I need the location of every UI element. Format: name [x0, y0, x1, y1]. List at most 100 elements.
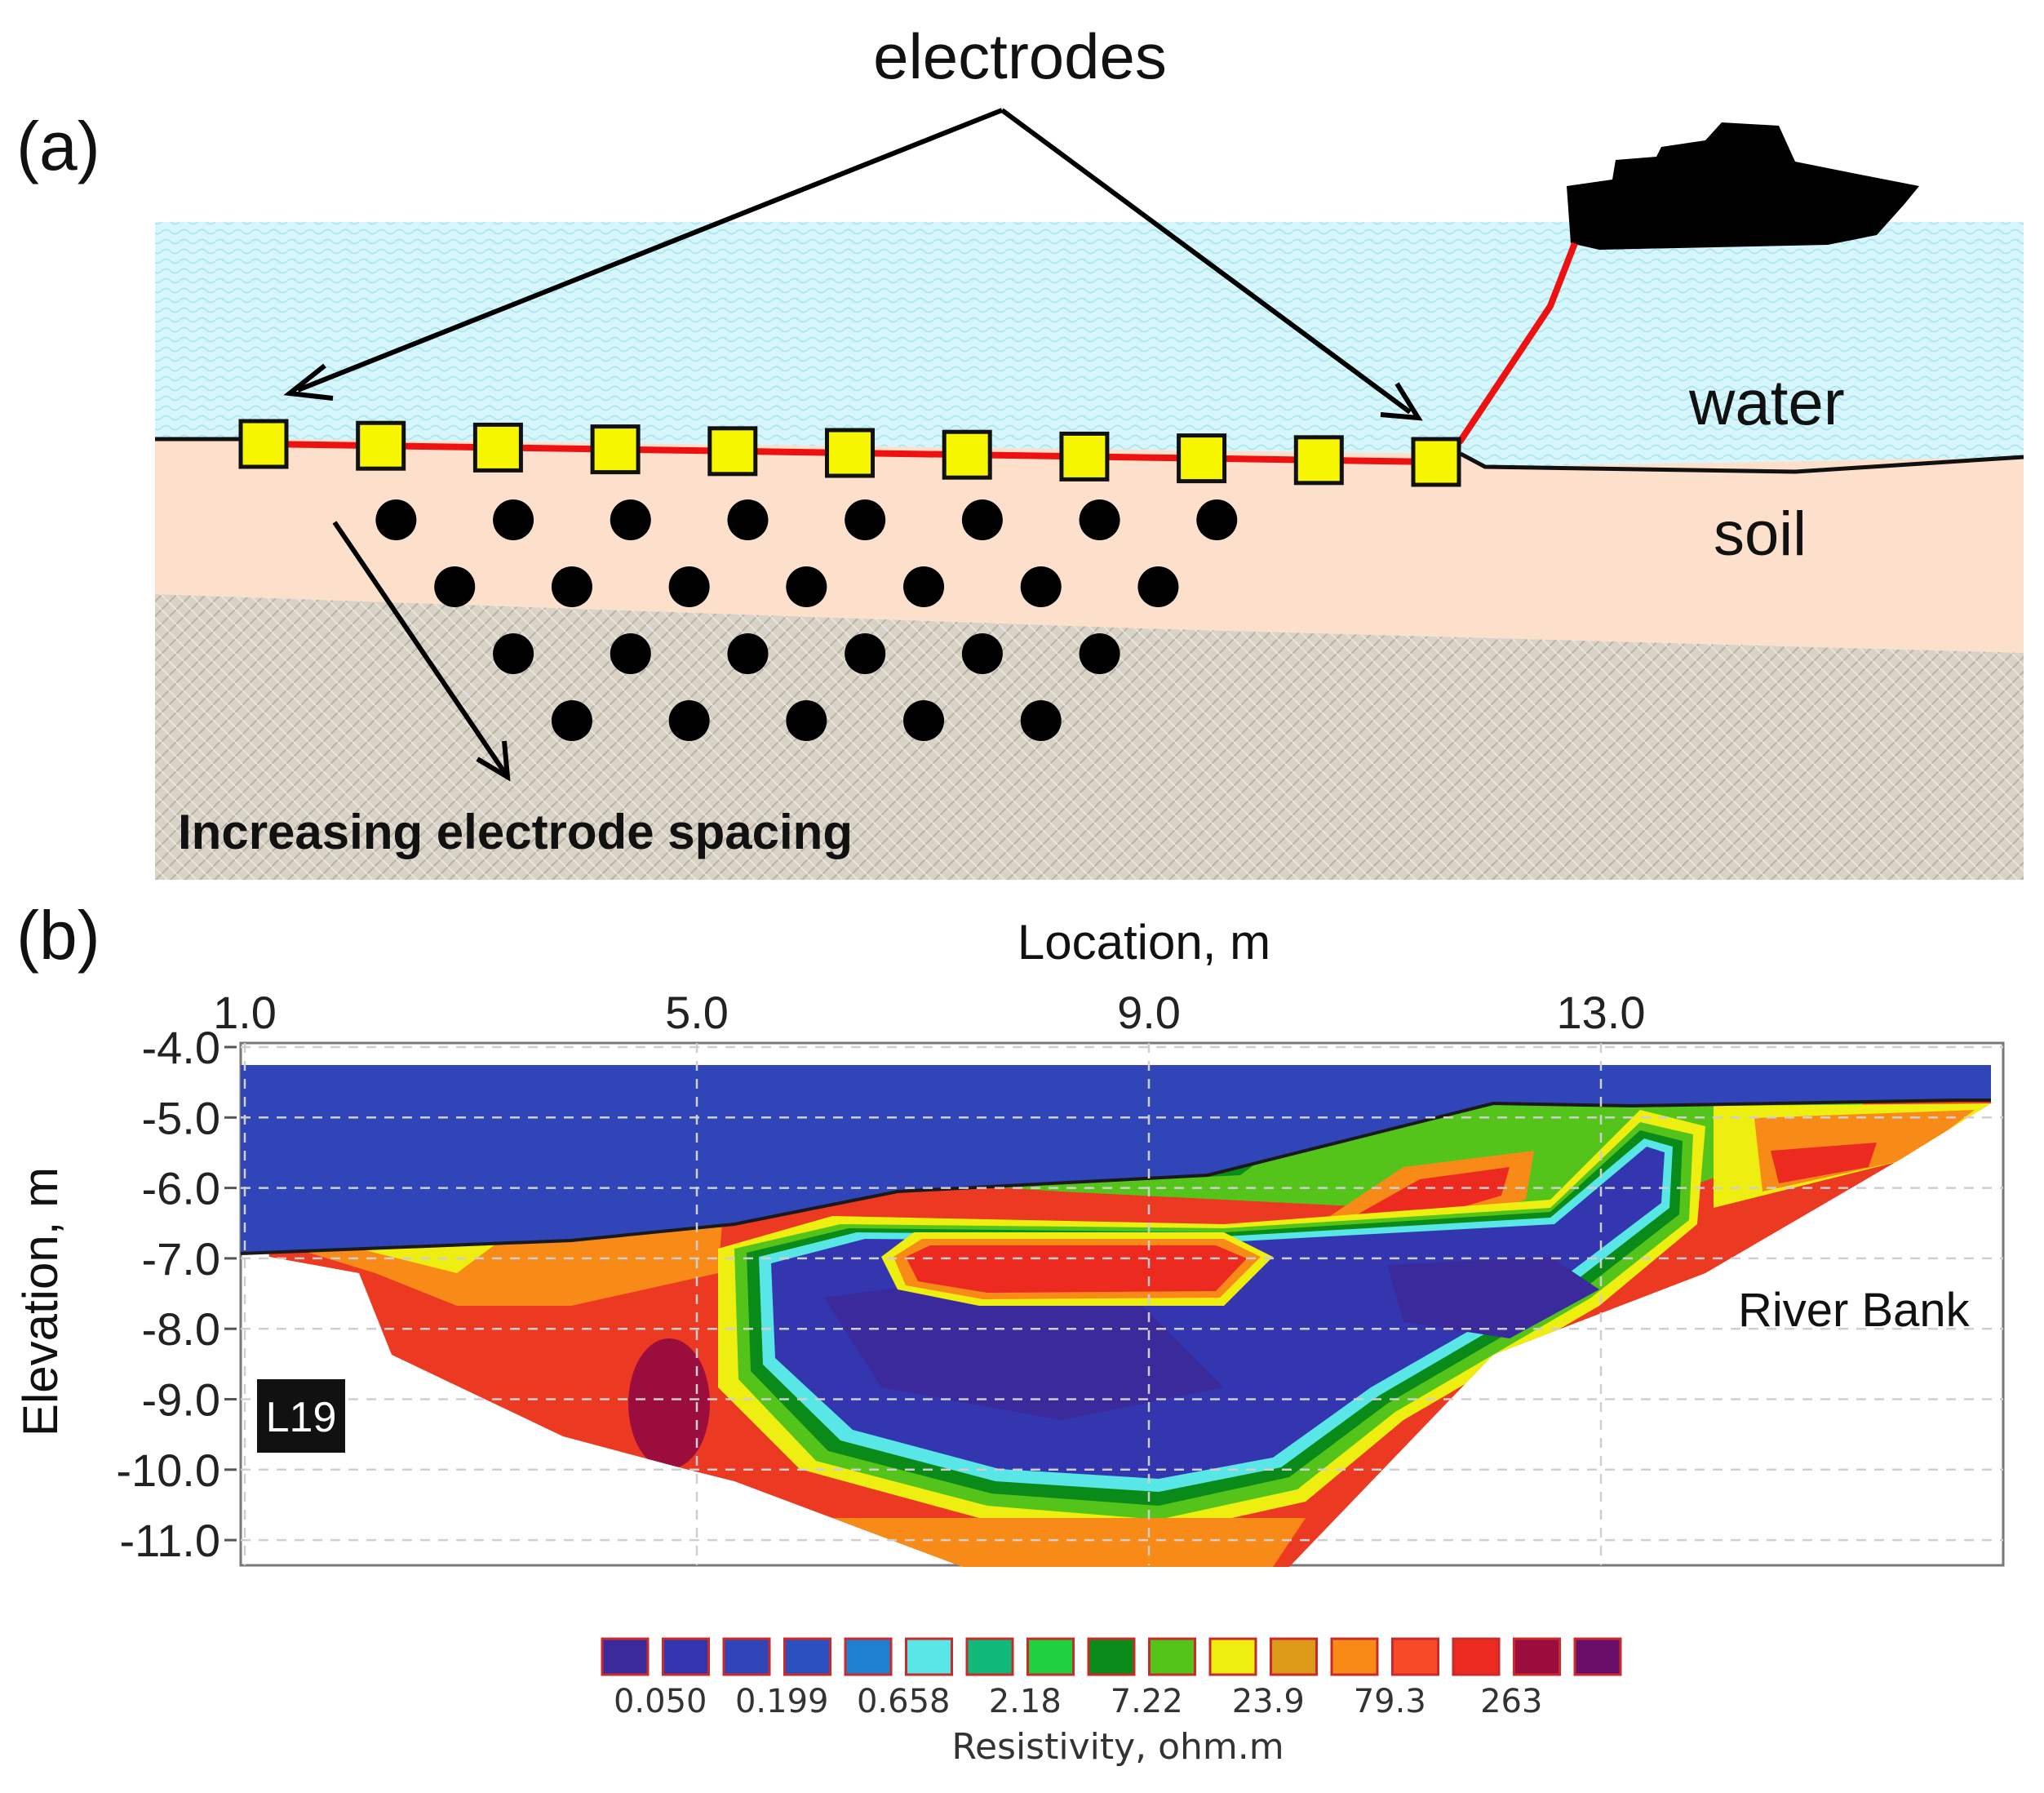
- pseudosection-point: [493, 499, 534, 540]
- pseudosection-point: [551, 700, 592, 741]
- legend-swatch: [965, 1637, 1014, 1676]
- bathymetry-line: [240, 1098, 1991, 1255]
- legend-swatch: [1087, 1637, 1136, 1676]
- electrode: [825, 428, 875, 478]
- water-column-section: [241, 1065, 1991, 1254]
- y-tick-label: -11.0: [120, 1515, 220, 1566]
- electrode: [1059, 431, 1110, 482]
- legend-swatch: [1513, 1637, 1561, 1676]
- legend-swatch: [905, 1637, 953, 1676]
- legend-swatch: [1573, 1637, 1622, 1676]
- y-tick-label: -9.0: [142, 1374, 221, 1426]
- pseudosection-points: [375, 499, 1238, 741]
- legend-label: 263: [1480, 1683, 1542, 1720]
- legend-swatch: [1208, 1637, 1257, 1676]
- electrode: [238, 419, 289, 469]
- legend-swatch: [722, 1637, 771, 1676]
- legend-swatch: [662, 1637, 710, 1676]
- pseudosection-point: [727, 499, 769, 540]
- pseudosection-point: [610, 633, 651, 674]
- spacing-label: Increasing electrode spacing: [178, 805, 853, 859]
- electrode: [356, 420, 406, 471]
- ground-surface-line: [155, 437, 2024, 474]
- pseudosection-point: [375, 499, 417, 540]
- pseudosection-point: [1137, 566, 1179, 607]
- y-tick-label: -6.0: [142, 1163, 221, 1214]
- soil-layer: [155, 437, 2024, 653]
- x-tick-label: 1.0: [213, 987, 277, 1038]
- electrode: [1293, 435, 1344, 486]
- pseudosection-point: [668, 566, 710, 607]
- panel-a-label: (a): [16, 108, 100, 184]
- pseudosection-point: [1020, 566, 1062, 607]
- legend-swatch: [783, 1637, 831, 1676]
- pseudosection-point: [1079, 499, 1120, 540]
- electrode: [707, 426, 758, 477]
- y-axis-title: Elevation, m: [13, 1167, 68, 1436]
- legend-label: 0.050: [614, 1683, 707, 1720]
- legend-swatch: [1391, 1637, 1439, 1676]
- legend-swatch: [1452, 1637, 1501, 1676]
- pseudosection-point: [1079, 633, 1120, 674]
- pseudosection-point: [786, 566, 827, 607]
- legend-swatch: [1330, 1637, 1379, 1676]
- pseudosection-point: [1020, 700, 1062, 741]
- panel-b: (b) Location, m Elevation, m 1.0 5.0 9.0 13…: [13, 897, 2005, 1768]
- y-tick-label: -8.0: [142, 1303, 221, 1355]
- spacing-arrow: [332, 521, 511, 782]
- legend-swatch: [1270, 1637, 1318, 1676]
- legend-label: 79.3: [1354, 1683, 1426, 1720]
- panel-b-label: (b): [16, 897, 100, 974]
- pseudosection-point: [551, 566, 592, 607]
- pseudosection-point: [845, 633, 886, 674]
- boat-icon: [1567, 122, 1919, 250]
- electrode: [472, 422, 523, 473]
- pseudosection-point: [961, 499, 1003, 540]
- gridlines: [241, 1043, 2003, 1565]
- electrodes-label: electrodes: [873, 20, 1167, 92]
- electrode: [1177, 433, 1227, 484]
- legend-swatch: [1026, 1637, 1075, 1676]
- legend-label: 7.22: [1111, 1683, 1183, 1720]
- legend-title: Resistivity, ohm.m: [951, 1726, 1284, 1768]
- y-tick-label: -7.0: [142, 1233, 221, 1285]
- x-tick-label: 13.0: [1557, 987, 1646, 1038]
- pseudosection-point: [786, 700, 827, 741]
- pseudosection-point: [1196, 499, 1238, 540]
- pseudosection-point: [434, 566, 476, 607]
- electrode-array: [238, 419, 1461, 487]
- electrode: [942, 429, 992, 480]
- legend-label: 2.18: [989, 1683, 1062, 1720]
- x-tick-label: 9.0: [1117, 987, 1181, 1038]
- soil-label: soil: [1714, 499, 1807, 569]
- legend-swatch: [1148, 1637, 1196, 1676]
- pseudosection-point: [903, 700, 945, 741]
- pseudosection-point: [903, 566, 945, 607]
- line-id-text: L19: [266, 1394, 337, 1441]
- electrode: [590, 424, 641, 475]
- legend-label: 0.199: [735, 1683, 829, 1720]
- river-bank-label: River Bank: [1738, 1284, 1971, 1337]
- pseudosection-point: [845, 499, 886, 540]
- pseudosection-point: [668, 700, 710, 741]
- line-id-box: [257, 1379, 345, 1453]
- x-axis-ticks: 1.0 5.0 9.0 13.0: [213, 987, 1645, 1038]
- pseudosection-point: [727, 633, 769, 674]
- water-label: water: [1688, 366, 1845, 438]
- pseudosection-point: [493, 633, 534, 674]
- y-tick-label: -4.0: [142, 1022, 221, 1073]
- electrode-pointer-arrows: [283, 108, 1423, 421]
- y-tick-label: -10.0: [116, 1445, 220, 1496]
- pseudosection-point: [610, 499, 651, 540]
- resistivity-legend: 0.050 0.199 0.658 2.18 7.22 23.9 79.3 263: [601, 1637, 1622, 1720]
- legend-label: 23.9: [1232, 1683, 1305, 1720]
- pseudosection-point: [961, 633, 1003, 674]
- x-axis-title: Location, m: [1018, 915, 1270, 970]
- y-axis-ticks: -4.0 -5.0 -6.0 -7.0 -8.0 -9.0 -10.0 -11.0: [116, 1022, 237, 1566]
- legend-label: 0.658: [857, 1683, 951, 1720]
- legend-swatch: [844, 1637, 893, 1676]
- x-tick-label: 5.0: [665, 987, 729, 1038]
- y-tick-label: -5.0: [142, 1092, 221, 1143]
- electrode: [1411, 437, 1461, 487]
